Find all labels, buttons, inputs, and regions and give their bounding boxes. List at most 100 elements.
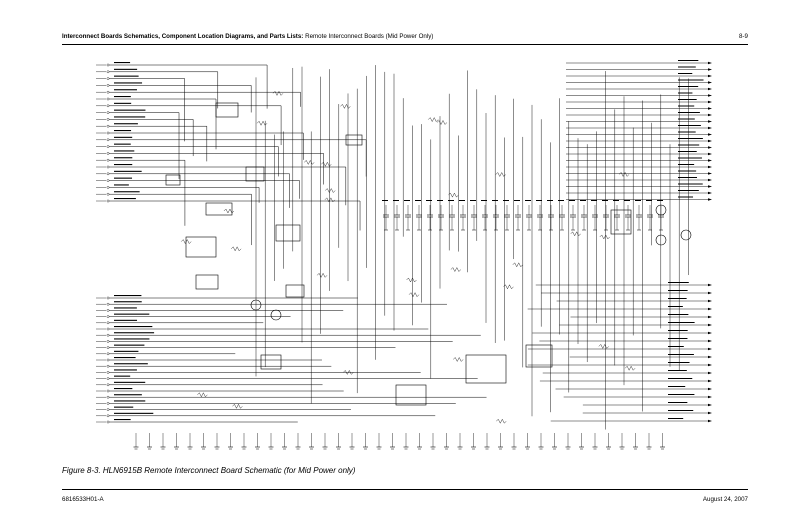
- connector-pin: [106, 309, 110, 312]
- net-label: [114, 164, 133, 166]
- part-label: [657, 200, 663, 201]
- connector-pin: [106, 389, 110, 393]
- net-label: [668, 362, 690, 363]
- net-label: [678, 125, 701, 126]
- resistor-symbol: [316, 272, 328, 278]
- resistor-symbol: [436, 120, 448, 125]
- net-label: [114, 394, 142, 396]
- net-label: [668, 338, 688, 339]
- net-label: [668, 354, 694, 355]
- connector-arrow: [708, 291, 712, 295]
- connector-pin: [106, 97, 110, 101]
- connector-arrow: [708, 87, 712, 91]
- net-label: [114, 381, 146, 383]
- connector-pin: [106, 104, 110, 108]
- component-block: [165, 174, 181, 186]
- part-label: [646, 200, 652, 201]
- part-label: [393, 200, 399, 201]
- header-rule: [62, 44, 748, 45]
- net-label: [114, 130, 132, 132]
- net-label: [678, 190, 699, 191]
- connector-pin: [106, 158, 110, 162]
- net-label: [668, 282, 689, 283]
- connector-arrow: [708, 371, 712, 375]
- connector-pin: [106, 118, 110, 121]
- connector-pin: [106, 377, 110, 380]
- connector-pin: [106, 383, 110, 387]
- net-label: [678, 138, 703, 139]
- connector-pin: [106, 327, 110, 331]
- footer-date: August 24, 2007: [702, 496, 748, 503]
- net-label: [678, 99, 697, 100]
- connector-arrow: [708, 133, 712, 136]
- net-label: [678, 112, 700, 113]
- net-label: [678, 92, 693, 94]
- connector-pin: [106, 352, 110, 356]
- schematic-diagram: [96, 60, 712, 450]
- part-label: [602, 200, 608, 201]
- connector-arrow: [708, 315, 712, 319]
- footer-rule: [62, 489, 748, 490]
- connector-pin: [106, 84, 110, 87]
- net-label: [114, 170, 142, 172]
- part-label: [448, 200, 454, 201]
- connector-arrow: [708, 379, 712, 383]
- component-block: [465, 354, 507, 384]
- component-block: [215, 102, 239, 118]
- page-number: 8-9: [739, 33, 748, 40]
- connector-pin: [106, 179, 110, 182]
- connector-pin: [106, 402, 110, 405]
- part-label: [580, 200, 586, 201]
- net-label: [114, 198, 136, 200]
- net-label: [678, 105, 695, 107]
- net-label: [114, 313, 150, 315]
- part-label: [404, 200, 410, 201]
- connector-arrow: [708, 395, 712, 399]
- connector-arrow: [708, 146, 712, 149]
- part-label: [536, 200, 542, 201]
- page-header: Interconnect Boards Schematics, Componen…: [62, 33, 748, 40]
- net-label: [114, 301, 142, 303]
- connector-pin: [106, 111, 110, 114]
- resistor-symbol: [495, 172, 506, 177]
- net-label: [114, 357, 136, 359]
- part-label: [492, 200, 498, 201]
- net-label: [114, 177, 133, 179]
- net-label: [114, 338, 150, 340]
- resistor-symbol: [618, 171, 630, 177]
- connector-pin: [106, 296, 110, 300]
- resistor-symbol: [324, 197, 336, 203]
- connector-pin: [106, 414, 110, 418]
- connector-arrow: [708, 139, 712, 143]
- connector-pin: [106, 145, 110, 148]
- net-label: [668, 290, 688, 291]
- net-label: [114, 375, 131, 377]
- connector-arrow: [708, 323, 712, 327]
- connector-pin: [106, 186, 110, 189]
- component-block: [345, 134, 363, 146]
- connector-pin: [106, 420, 110, 424]
- net-label: [114, 350, 139, 352]
- connector-arrow: [708, 172, 712, 175]
- connector-pin: [106, 408, 110, 411]
- connector-pin: [106, 138, 110, 142]
- resistor-symbol: [232, 403, 243, 409]
- connector-pin: [106, 77, 110, 80]
- net-label: [114, 388, 133, 390]
- connector-arrow: [708, 299, 712, 303]
- resistor-symbol: [343, 369, 354, 375]
- net-label: [114, 68, 138, 70]
- resistor-symbol: [428, 117, 439, 123]
- resistor-symbol: [625, 365, 636, 371]
- net-label: [668, 306, 683, 307]
- resistor-symbol: [503, 284, 514, 290]
- connector-arrow: [708, 419, 712, 423]
- resistor-symbol: [450, 267, 461, 272]
- connector-arrow: [708, 363, 712, 367]
- connector-arrow: [708, 120, 712, 123]
- net-label: [114, 191, 140, 193]
- part-label: [503, 200, 509, 201]
- part-label: [470, 200, 476, 201]
- connector-pin: [106, 371, 110, 374]
- resistor-symbol: [223, 208, 235, 214]
